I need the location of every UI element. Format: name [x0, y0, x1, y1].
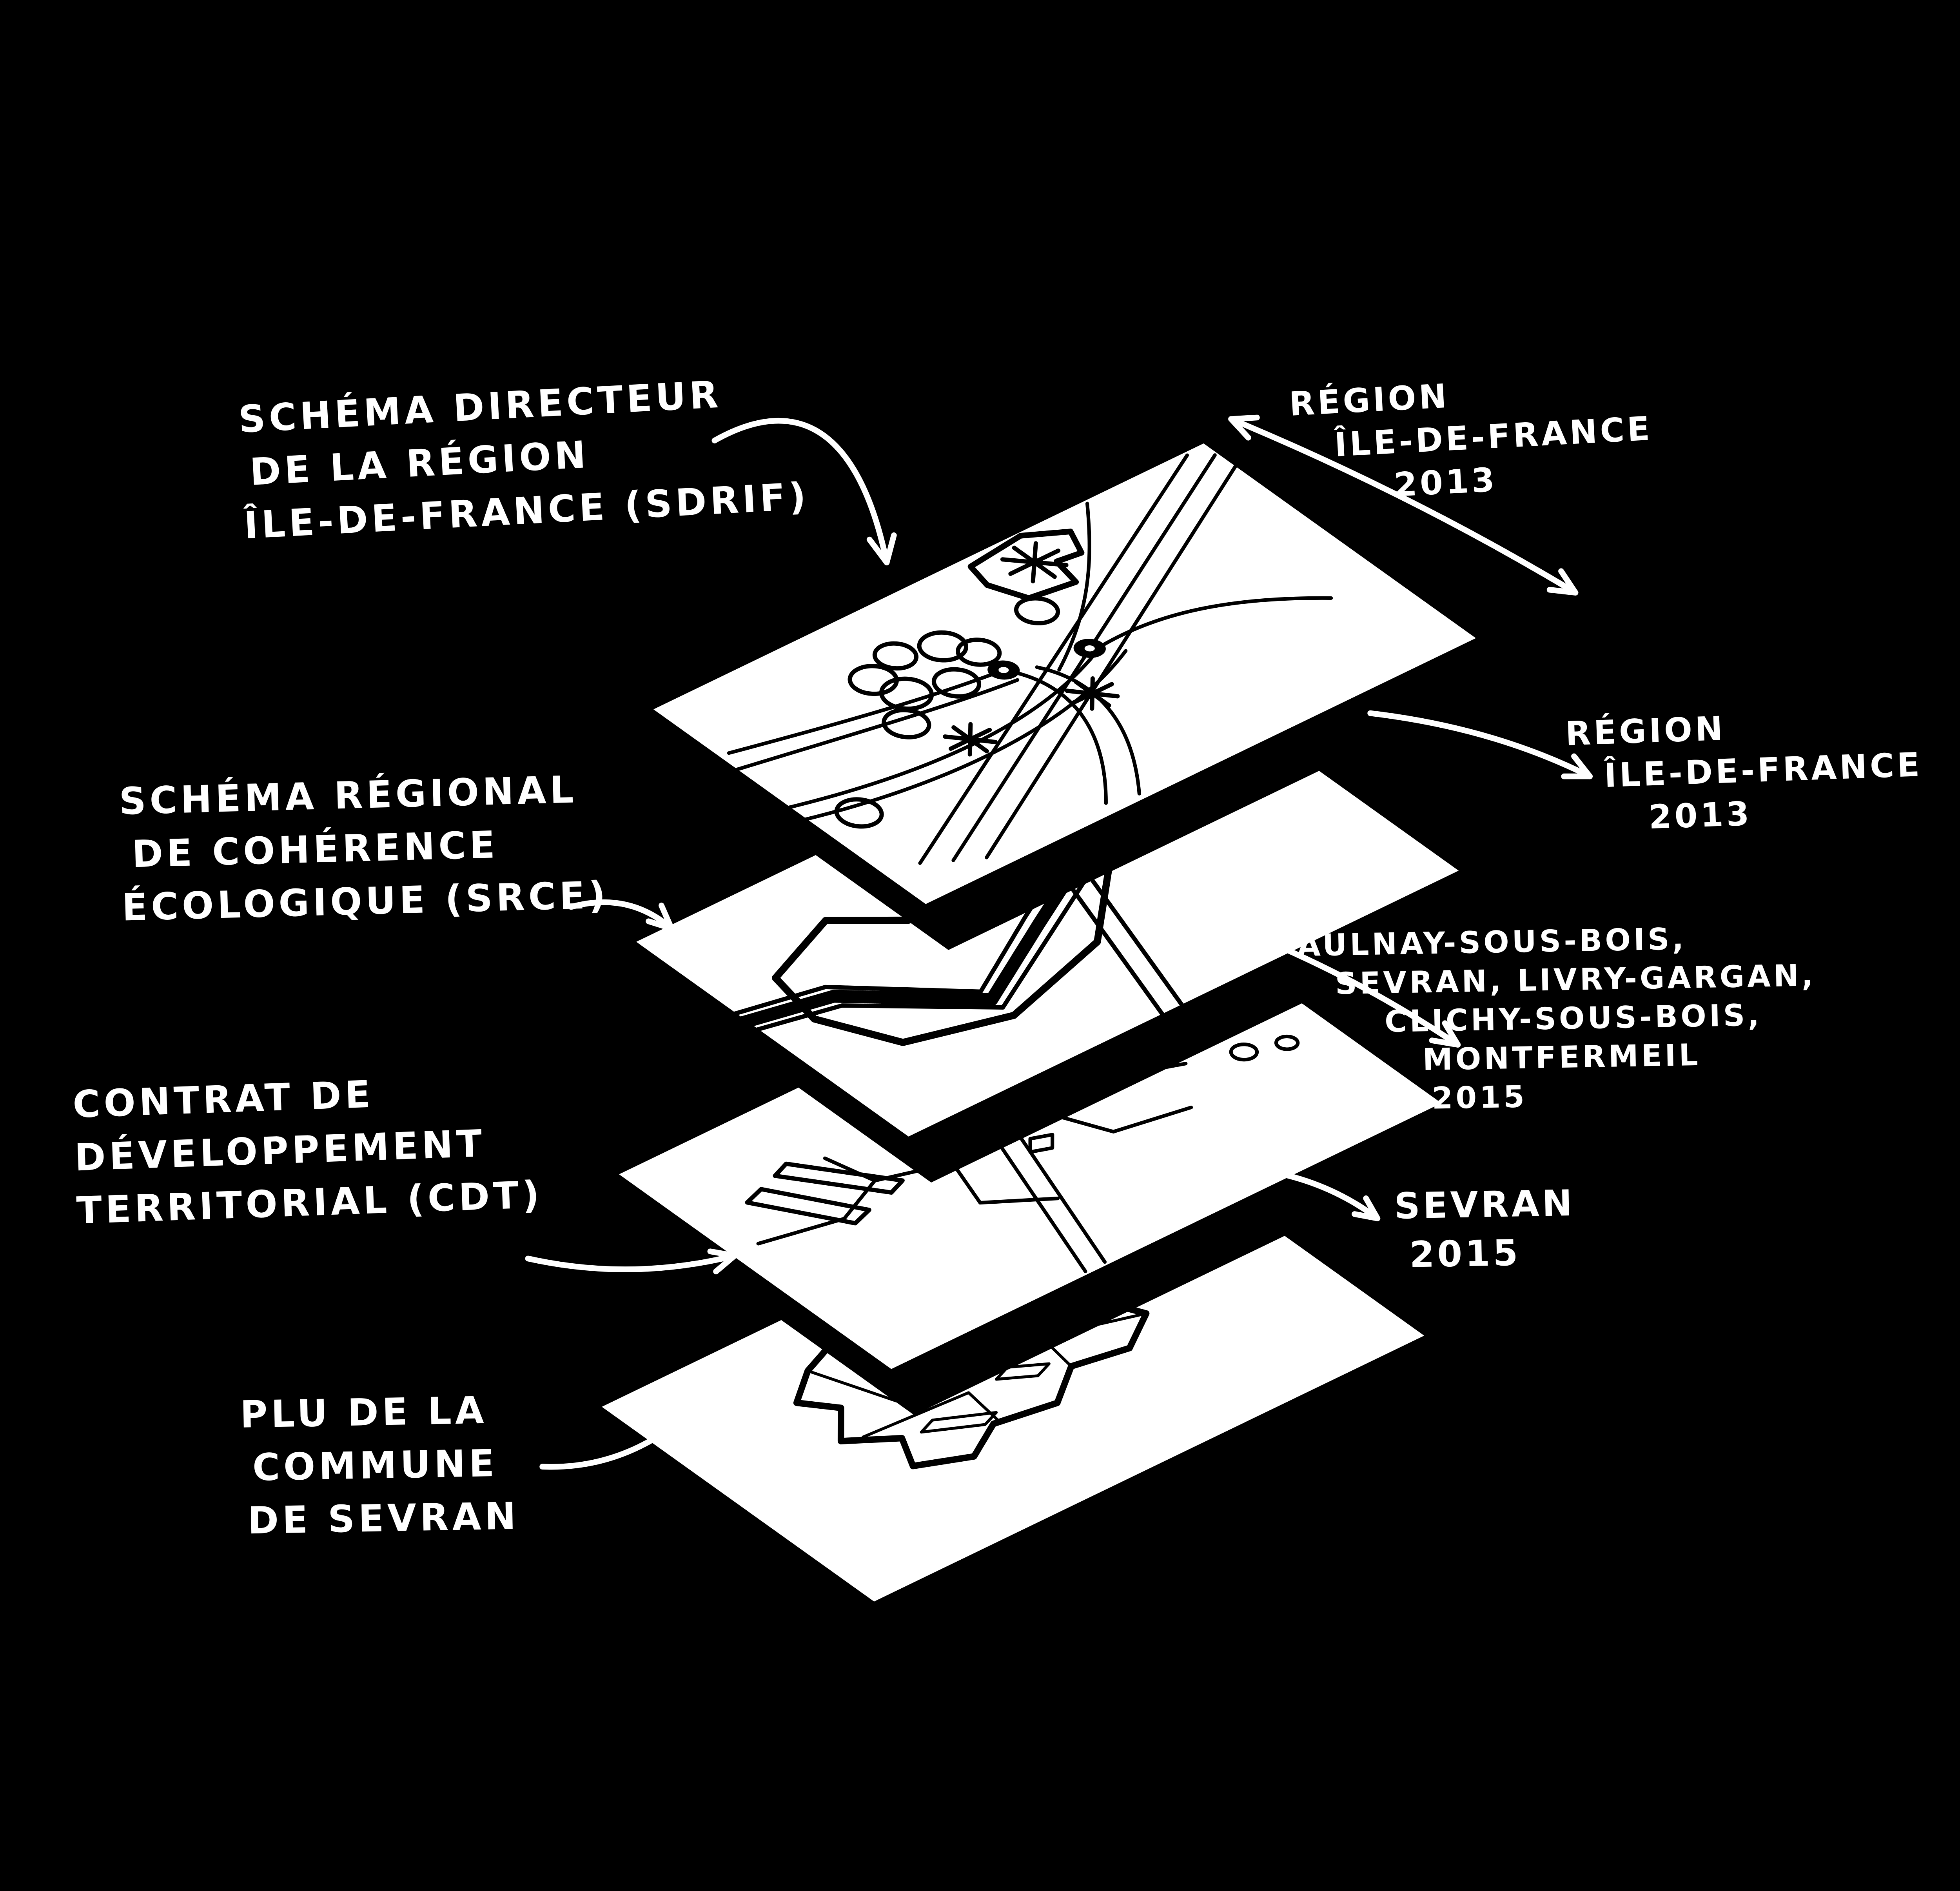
label-line: SEVRAN [1394, 1182, 1575, 1227]
label-cdt: CONTRAT DE DÉVELOPPEMENT TERRITORIAL (CD… [72, 1064, 544, 1239]
label-line: DE SEVRAN [247, 1495, 520, 1544]
arrow-plu-icon [539, 1374, 728, 1470]
annotation-region-idf-2013-top: RÉGION ÎLE-DE-FRANCE 2013 [1288, 365, 1656, 513]
diagram-stage: SCHÉMA DIRECTEUR DE LA RÉGION ÎLE-DE-FRA… [0, 254, 1960, 1637]
arrow-srce-icon [568, 899, 675, 931]
arrow-aulnay-icon [1225, 922, 1461, 1048]
label-srce: SCHÉMA RÉGIONAL DE COHÉRENCE ÉCOLOGIQUE … [118, 764, 610, 936]
arrow-cdt-icon [525, 1248, 738, 1274]
annotation-cdt-communes: AULNAY-SOUS-BOIS, SEVRAN, LIVRY-GARGAN, … [1297, 918, 1818, 1121]
arrow-sdrif-icon [711, 418, 897, 565]
arrow-sevran-icon [1271, 1169, 1381, 1221]
layer-stack-drawing [525, 414, 1593, 1608]
label-sdrif: SCHÉMA DIRECTEUR DE LA RÉGION ÎLE-DE-FRA… [237, 365, 811, 554]
annotation-region-idf-2013-mid: RÉGION ÎLE-DE-FRANCE 2013 [1565, 701, 1925, 843]
map-sheet-sdrif [643, 437, 1486, 910]
label-line: 2015 [1409, 1232, 1521, 1276]
label-line: PLU DE LA [240, 1390, 488, 1437]
label-line: COMMUNE [252, 1443, 499, 1490]
label-plu: PLU DE LA COMMUNE DE SEVRAN [240, 1385, 520, 1549]
arrow-region-idf-2013-mid-icon [1367, 710, 1593, 779]
annotation-sevran-2015: SEVRAN 2015 [1394, 1179, 1576, 1280]
arrow-region-idf-2013-top-icon [1228, 414, 1579, 596]
